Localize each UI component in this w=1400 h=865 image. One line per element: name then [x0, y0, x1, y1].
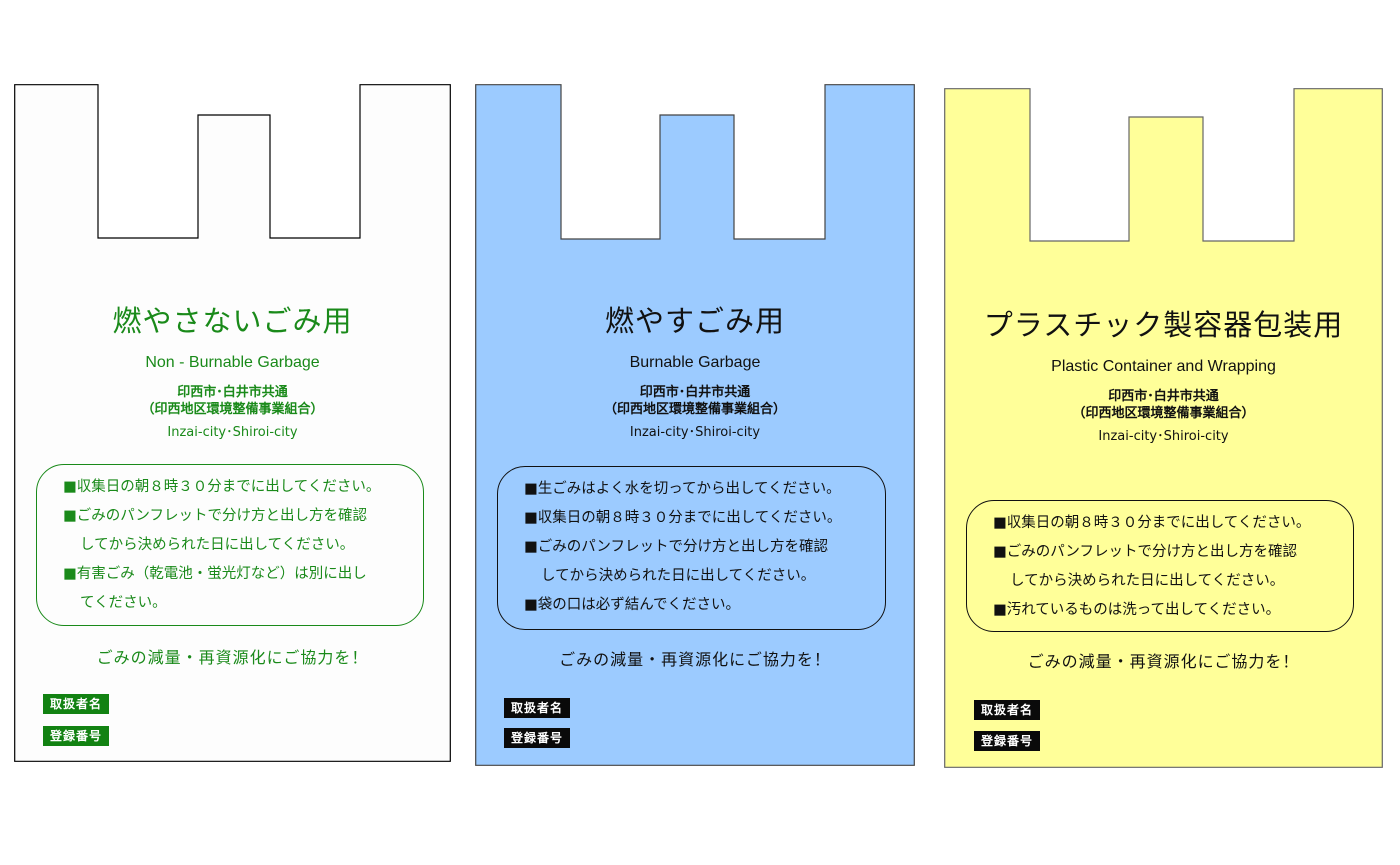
bag-non-burnable: 燃やさないごみ用 Non - Burnable Garbage 印西市･白井市共…: [14, 84, 451, 762]
instruction-line: ■収集日の朝８時３０分までに出してください。: [524, 510, 842, 526]
instruction-line: してから決められた日に出してください。: [541, 568, 816, 584]
slogan: ごみの減量・再資源化にご協力を！: [559, 650, 831, 669]
instruction-line: ■収集日の朝８時３０分までに出してください。: [993, 515, 1311, 531]
bag-title: 燃やすごみ用: [604, 304, 785, 338]
bag-title: プラスチック製容器包装用: [983, 308, 1344, 342]
instruction-item: ■ごみのパンフレットで分け方と出し方を確認してから決められた日に出してください。: [63, 502, 423, 560]
handler-name-label: 取扱者名: [504, 698, 571, 718]
municipality-line2: （印西地区環境整備事業組合）: [141, 402, 324, 417]
city-names: Inzai-city･Shiroi-city: [629, 425, 761, 440]
bag-subtitle: Plastic Container and Wrapping: [1051, 358, 1276, 375]
bag-burnable: 燃やすごみ用 Burnable Garbage 印西市･白井市共通 （印西地区環…: [475, 84, 915, 766]
instructions-box: ■生ごみはよく水を切ってから出してください。 ■収集日の朝８時３０分までに出してく…: [497, 466, 886, 630]
instruction-item: ■袋の口は必ず結んでください。: [524, 591, 885, 620]
municipality: 印西市･白井市共通 （印西地区環境整備事業組合）: [14, 384, 451, 418]
municipality-line1: 印西市･白井市共通: [177, 385, 288, 400]
registration-number-label: 登録番号: [43, 726, 110, 746]
city-names: Inzai-city･Shiroi-city: [1098, 429, 1229, 444]
municipality-line1: 印西市･白井市共通: [1108, 389, 1219, 404]
instruction-line: ■ごみのパンフレットで分け方と出し方を確認: [993, 544, 1297, 560]
instruction-item: ■生ごみはよく水を切ってから出してください。: [524, 475, 885, 504]
instruction-item: ■収集日の朝８時３０分までに出してください。: [524, 504, 885, 533]
instruction-line: ■汚れているものは洗って出してください。: [993, 602, 1281, 618]
instruction-line: ■ごみのパンフレットで分け方と出し方を確認: [524, 539, 828, 555]
instruction-line: ■生ごみはよく水を切ってから出してください。: [524, 481, 841, 497]
instruction-item: ■汚れているものは洗って出してください。: [993, 596, 1353, 625]
registration-number-label: 登録番号: [504, 728, 571, 748]
instruction-item: ■収集日の朝８時３０分までに出してください。: [63, 473, 423, 502]
municipality: 印西市･白井市共通 （印西地区環境整備事業組合）: [475, 384, 915, 418]
handler-name-label: 取扱者名: [974, 700, 1041, 720]
instruction-line: ■袋の口は必ず結んでください。: [524, 597, 740, 613]
bag-subtitle: Burnable Garbage: [629, 354, 761, 371]
instruction-line: ■有害ごみ（乾電池・蛍光灯など）は別に出し: [63, 566, 367, 582]
registration-number-label: 登録番号: [974, 731, 1041, 751]
slogan: ごみの減量・再資源化にご協力を！: [1027, 652, 1300, 671]
instruction-line: ■ごみのパンフレットで分け方と出し方を確認: [63, 508, 367, 524]
instruction-line: てください。: [80, 595, 167, 611]
bag-title: 燃やさないごみ用: [112, 304, 353, 338]
bag-plastic-container: プラスチック製容器包装用 Plastic Container and Wrapp…: [944, 88, 1383, 768]
municipality: 印西市･白井市共通 （印西地区環境整備事業組合）: [944, 388, 1383, 422]
city-names: Inzai-city･Shiroi-city: [167, 425, 298, 440]
bag-outline: [475, 84, 915, 766]
bag-outline: [14, 84, 451, 762]
instructions-box: ■収集日の朝８時３０分までに出してください。 ■ごみのパンフレットで分け方と出し方…: [966, 500, 1354, 632]
instruction-item: ■収集日の朝８時３０分までに出してください。: [993, 509, 1353, 538]
instruction-line: してから決められた日に出してください。: [80, 537, 355, 553]
slogan: ごみの減量・再資源化にご協力を！: [96, 648, 369, 667]
municipality-line2: （印西地区環境整備事業組合）: [603, 402, 786, 417]
handler-name-label: 取扱者名: [43, 694, 110, 714]
instruction-item: ■ごみのパンフレットで分け方と出し方を確認してから決められた日に出してください。: [993, 538, 1353, 596]
bag-subtitle: Non - Burnable Garbage: [145, 354, 320, 371]
instruction-item: ■有害ごみ（乾電池・蛍光灯など）は別に出してください。: [63, 560, 423, 618]
instruction-line: してから決められた日に出してください。: [1010, 573, 1285, 589]
municipality-line1: 印西市･白井市共通: [639, 385, 751, 400]
instruction-line: ■収集日の朝８時３０分までに出してください。: [63, 479, 381, 495]
bag-outline: [944, 88, 1383, 768]
municipality-line2: （印西地区環境整備事業組合）: [1072, 406, 1255, 421]
instructions-box: ■収集日の朝８時３０分までに出してください。 ■ごみのパンフレットで分け方と出し方…: [36, 464, 424, 626]
instruction-item: ■ごみのパンフレットで分け方と出し方を確認してから決められた日に出してください。: [524, 533, 885, 591]
